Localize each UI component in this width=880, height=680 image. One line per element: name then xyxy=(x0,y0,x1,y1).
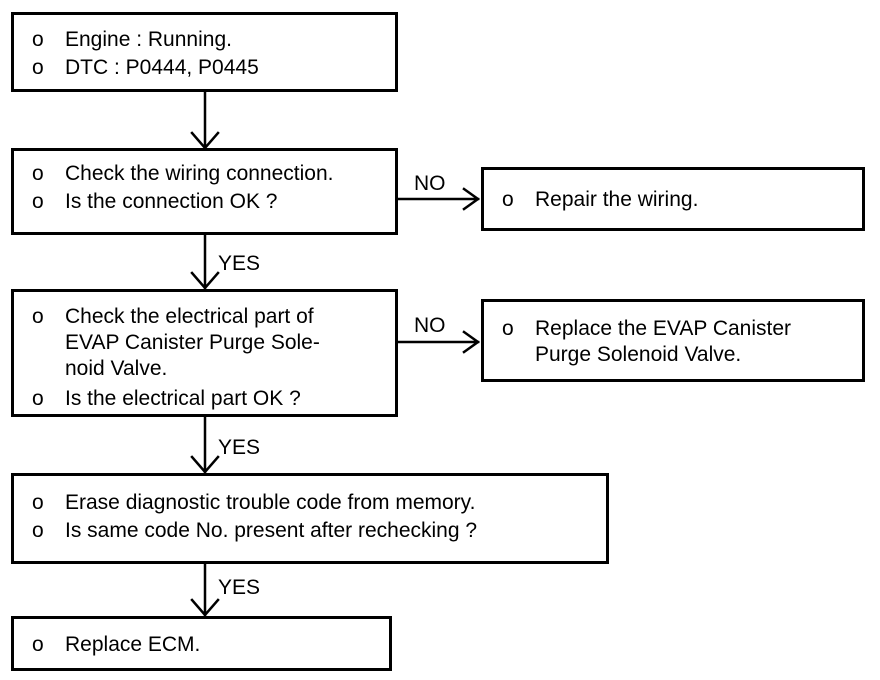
replace-valve-box: o Replace the EVAP Canister Purge Soleno… xyxy=(481,299,865,382)
start-condition-box: o Engine : Running. o DTC : P0444, P0445 xyxy=(11,12,398,92)
bullet-marker: o xyxy=(32,491,44,514)
yes-label-erase: YES xyxy=(218,576,261,599)
replace-valve-line-2: Purge Solenoid Valve. xyxy=(535,343,742,366)
electrical-ok-question: Is the electrical part OK ? xyxy=(65,387,301,410)
bullet-marker: o xyxy=(32,633,44,656)
start-dtc-text: DTC : P0444, P0445 xyxy=(65,56,259,79)
bullet-marker: o xyxy=(32,387,44,410)
replace-ecm-text: Replace ECM. xyxy=(65,633,201,656)
check-electrical-box: o Check the electrical part of EVAP Cani… xyxy=(11,289,398,417)
check-electrical-line-1: Check the electrical part of xyxy=(65,305,314,328)
no-label-wiring: NO xyxy=(414,172,446,195)
bullet-marker: o xyxy=(502,188,514,211)
yes-label-electrical: YES xyxy=(218,436,261,459)
bullet-marker: o xyxy=(32,190,44,213)
no-label-electrical: NO xyxy=(414,314,446,337)
bullet-marker: o xyxy=(502,317,514,340)
bullet-marker: o xyxy=(32,162,44,185)
arrow-check-wiring-yes xyxy=(190,232,220,290)
same-code-question: Is same code No. present after recheckin… xyxy=(65,519,478,542)
bullet-marker: o xyxy=(32,56,44,79)
check-electrical-line-2: EVAP Canister Purge Sole- xyxy=(65,331,320,354)
bullet-marker: o xyxy=(32,28,44,51)
arrow-start-to-check-wiring xyxy=(190,89,220,150)
repair-wiring-box: o Repair the wiring. xyxy=(481,167,865,231)
check-wiring-box: o Check the wiring connection. o Is the … xyxy=(11,148,398,235)
yes-label-wiring: YES xyxy=(218,252,261,275)
arrow-check-electrical-no xyxy=(393,330,481,354)
bullet-marker: o xyxy=(32,305,44,328)
arrow-check-wiring-no xyxy=(393,187,481,211)
erase-dtc-text: Erase diagnostic trouble code from memor… xyxy=(65,491,476,514)
replace-ecm-box: o Replace ECM. xyxy=(11,616,392,671)
check-electrical-line-3: noid Valve. xyxy=(65,357,168,380)
arrow-erase-dtc-yes xyxy=(190,561,220,617)
erase-dtc-box: o Erase diagnostic trouble code from mem… xyxy=(11,473,609,564)
replace-valve-line-1: Replace the EVAP Canister xyxy=(535,317,792,340)
repair-wiring-text: Repair the wiring. xyxy=(535,188,699,211)
bullet-marker: o xyxy=(32,519,44,542)
arrow-check-electrical-yes xyxy=(190,414,220,474)
start-engine-text: Engine : Running. xyxy=(65,28,232,51)
connection-ok-question: Is the connection OK ? xyxy=(65,190,278,213)
check-wiring-text: Check the wiring connection. xyxy=(65,162,334,185)
